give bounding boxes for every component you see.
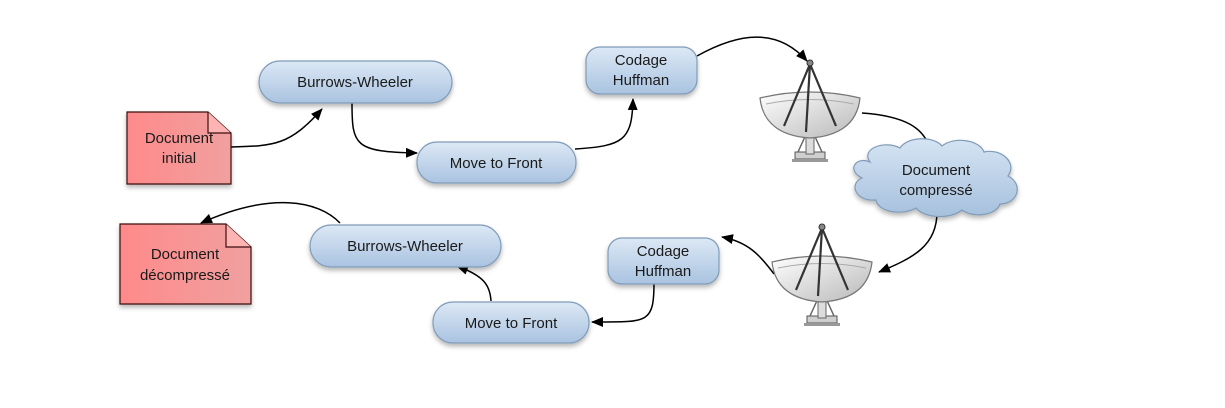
arrow-cloud-to-satellite	[878, 211, 938, 273]
document-compressed-cloud	[853, 138, 1018, 218]
huffman-bottom-node	[607, 237, 720, 285]
document-initial-label-line2: initial	[162, 150, 196, 167]
arrow-bw-to-decompressed	[200, 201, 341, 224]
huffman-top-label-line2: Huffman	[613, 72, 669, 89]
arrow-mtf-to-huffman	[574, 98, 638, 150]
arrow-huffman-to-satellite	[696, 36, 808, 62]
arrow-satellite-to-huffman	[721, 234, 775, 275]
cloud-label-line1: Document	[902, 162, 971, 179]
mtf-bottom-label: Move to Front	[465, 315, 558, 332]
huffman-top-node	[585, 46, 698, 95]
arrow-mtf-to-bw	[456, 265, 492, 302]
cloud-label-line2: compressé	[899, 182, 972, 199]
huffman-bottom-label-line1: Codage	[637, 243, 690, 260]
satellite-dish-icon	[770, 222, 874, 328]
bw-top-node	[258, 60, 453, 104]
connector-arrows	[200, 36, 938, 328]
huffman-top-label-line1: Codage	[615, 52, 668, 69]
mtf-top-label: Move to Front	[450, 155, 543, 172]
mtf-bottom-node	[432, 301, 590, 344]
satellite-dish-icon	[758, 58, 862, 164]
document-initial-label-line1: Document	[145, 130, 214, 147]
huffman-bottom-label-line2: Huffman	[635, 263, 691, 280]
arrow-bw-to-mtf	[351, 102, 418, 158]
bw-top-label: Burrows-Wheeler	[297, 74, 413, 91]
bw-bottom-label: Burrows-Wheeler	[347, 238, 463, 255]
document-decompressed-node	[119, 223, 252, 305]
arrow-huffman-to-mtf	[591, 281, 655, 328]
bw-bottom-node	[309, 224, 502, 268]
arrow-initial-to-bw	[230, 108, 323, 148]
document-initial-node	[126, 111, 232, 185]
document-decompressed-label-line1: Document	[151, 246, 220, 263]
document-decompressed-label-line2: décompressé	[140, 267, 230, 284]
mtf-top-node	[416, 141, 577, 184]
